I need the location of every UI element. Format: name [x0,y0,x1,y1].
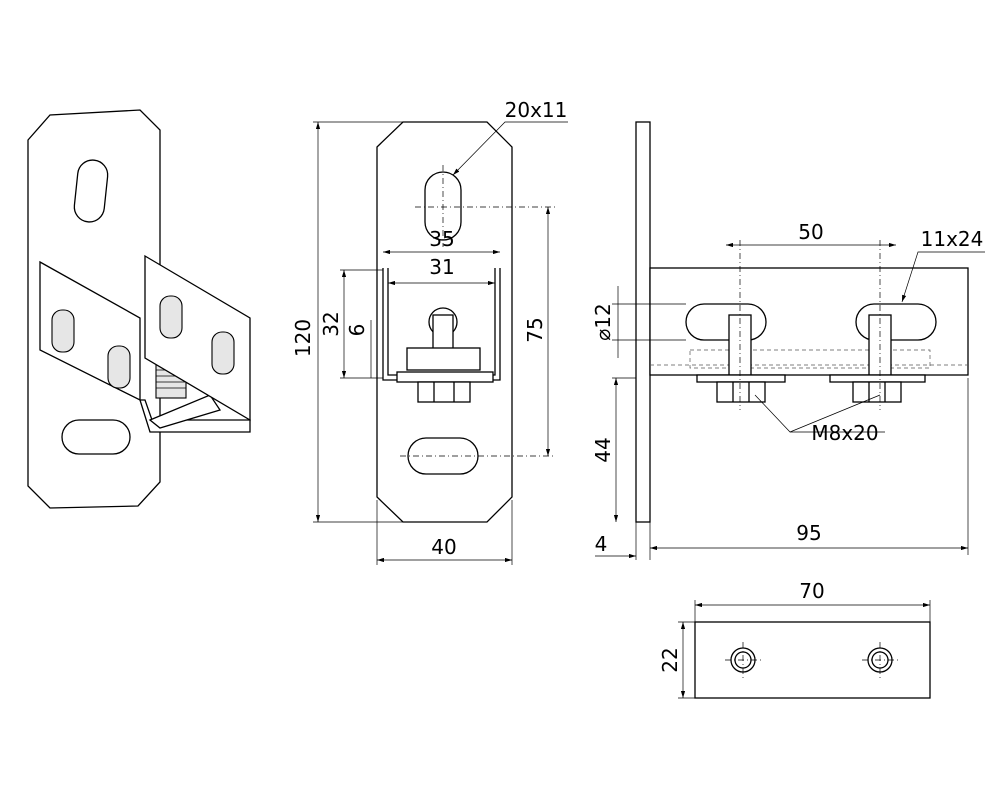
dim-thickness-4: 4 [595,532,608,556]
side-view: 50 11x24 ⌀12 44 4 95 M8x20 [591,121,985,560]
dim-width-31: 31 [429,255,454,279]
label-slot-20x11: 20x11 [505,98,568,122]
dim-width-35: 35 [429,227,454,251]
front-view: 120 32 6 35 31 75 40 20x11 [291,98,568,565]
dim-length-95: 95 [796,521,821,545]
dim-slot-spacing-50: 50 [798,220,823,244]
label-slot-11x24: 11x24 [921,227,984,251]
dim-length-70: 70 [799,579,824,603]
bottom-view: 70 22 [658,579,931,699]
dim-bracket-32: 32 [319,311,343,336]
label-bolt-m8x20: M8x20 [811,421,878,445]
isometric-view [27,109,251,509]
dim-width-40: 40 [431,535,456,559]
dim-base-6: 6 [345,324,369,337]
dim-offset-44: 44 [591,437,615,462]
dim-slot-spacing-75: 75 [523,317,547,342]
dim-diameter-12: ⌀12 [591,303,615,341]
dim-height-120: 120 [291,319,315,357]
dim-width-22: 22 [658,647,682,672]
